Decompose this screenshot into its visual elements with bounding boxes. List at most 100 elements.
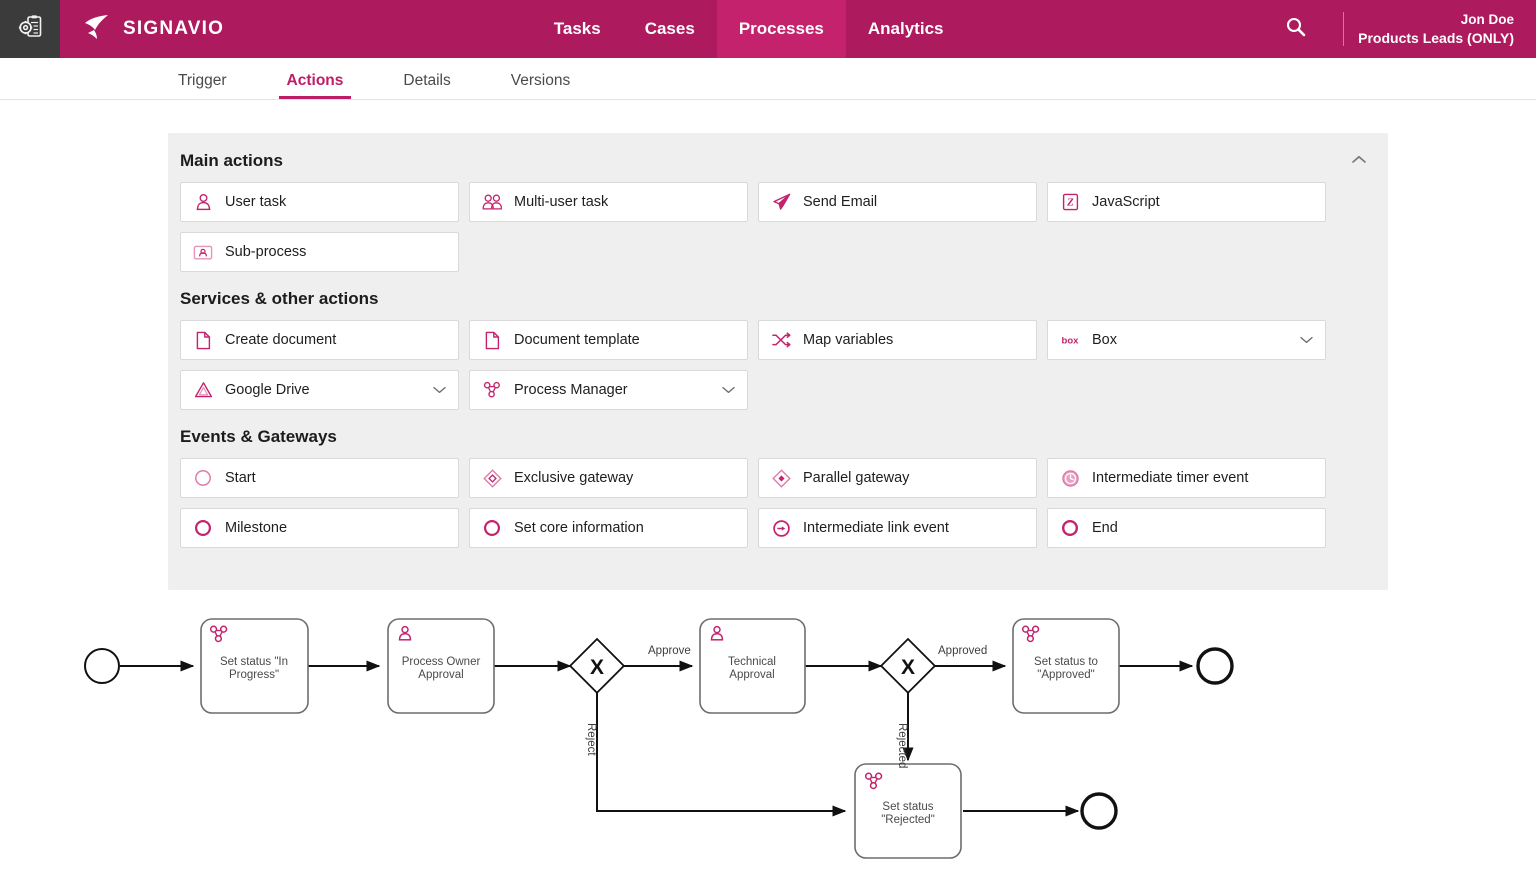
edge-label-approved: Approved <box>938 645 987 657</box>
palette-item-label: Intermediate timer event <box>1092 470 1249 486</box>
nav-item-cases[interactable]: Cases <box>644 19 695 38</box>
group-title-main-actions: Main actions <box>180 151 283 170</box>
group-services-other-actions: Services & other actions Create document <box>168 272 1388 410</box>
palette-item-exclusive-gateway[interactable]: Exclusive gateway <box>469 458 748 498</box>
brand-name: SIGNAVIO <box>123 18 225 39</box>
nav-item-analytics[interactable]: Analytics <box>867 19 944 38</box>
palette-item-sub-process[interactable]: Sub-process <box>180 232 459 272</box>
user-task-icon <box>181 193 225 211</box>
signavio-bird-logo <box>82 14 112 45</box>
palette-item-send-email[interactable]: Send Email <box>758 182 1037 222</box>
edge-label-reject: Reject <box>585 723 597 756</box>
palette-item-label: Map variables <box>803 332 894 348</box>
send-email-icon <box>759 193 803 212</box>
main-navigation: Tasks Cases Processes Analytics <box>532 0 966 58</box>
group-title-events-gateways: Events & Gateways <box>180 427 337 446</box>
tab-trigger[interactable]: Trigger <box>178 72 227 89</box>
search-icon <box>1285 16 1307 43</box>
nav-item-tasks[interactable]: Tasks <box>553 19 601 38</box>
search-button[interactable] <box>1273 0 1319 58</box>
user-menu[interactable]: Jon Doe Products Leads (ONLY) <box>1358 11 1536 47</box>
task-label: "Rejected" <box>881 814 935 826</box>
palette-item-label: Create document <box>225 332 337 348</box>
chevron-down-icon[interactable] <box>722 386 735 394</box>
palette-item-label: Send Email <box>803 194 878 210</box>
palette-item-set-core-information[interactable]: Set core information <box>469 508 748 548</box>
task-label: Approval <box>418 669 463 681</box>
brand-logo-area[interactable]: SIGNAVIO <box>60 0 224 58</box>
palette-item-parallel-gateway[interactable]: Parallel gateway <box>758 458 1037 498</box>
javascript-icon: Z <box>1048 193 1092 211</box>
palette-item-start[interactable]: Start <box>180 458 459 498</box>
map-variables-icon <box>759 331 803 349</box>
chevron-down-icon[interactable] <box>1300 336 1313 344</box>
diagram-task-set-status-rejected: Set status "Rejected" <box>854 763 962 859</box>
parallel-gateway-icon <box>759 468 803 488</box>
task-label: Set status "In <box>220 656 288 668</box>
task-label: Technical <box>728 656 776 668</box>
tab-actions[interactable]: Actions <box>278 72 352 99</box>
milestone-icon <box>181 519 225 537</box>
diagram-start-event <box>84 648 120 684</box>
sub-tab-bar: Trigger Actions Details Versions <box>0 58 1536 100</box>
palette-item-map-variables[interactable]: Map variables <box>758 320 1037 360</box>
diagram-end-event-rejected <box>1080 792 1118 830</box>
task-label: Set status to <box>1034 656 1098 668</box>
actions-palette-panel: Main actions User task <box>168 133 1388 590</box>
palette-item-intermediate-timer-event[interactable]: Intermediate timer event <box>1047 458 1326 498</box>
app-launcher-button[interactable] <box>0 0 60 58</box>
palette-item-google-drive[interactable]: Google Drive <box>180 370 459 410</box>
palette-item-intermediate-link-event[interactable]: Intermediate link event <box>758 508 1037 548</box>
task-label: Set status <box>882 801 933 813</box>
nav-item-processes[interactable]: Processes <box>716 0 846 58</box>
multi-user-task-icon <box>470 193 514 211</box>
document-icon <box>181 331 225 350</box>
chevron-up-icon <box>1352 151 1366 169</box>
box-icon: box <box>1048 333 1092 347</box>
palette-item-milestone[interactable]: Milestone <box>180 508 459 548</box>
palette-item-label: Start <box>225 470 256 486</box>
palette-item-label: Milestone <box>225 520 288 536</box>
diagram-gateway-1: X <box>568 637 626 695</box>
tab-details[interactable]: Details <box>403 72 451 89</box>
exclusive-gateway-icon <box>470 468 514 488</box>
svg-text:box: box <box>1062 336 1080 347</box>
palette-item-label: Set core information <box>514 520 644 536</box>
document-icon <box>470 331 514 350</box>
top-header-bar: SIGNAVIO Tasks Cases Processes Analytics… <box>0 0 1536 58</box>
palette-item-label: User task <box>225 194 287 210</box>
bpmn-process-diagram: Set status "In Progress" Process Owner A… <box>0 592 1536 864</box>
header-right-area: Jon Doe Products Leads (ONLY) <box>965 0 1536 58</box>
palette-item-label: End <box>1092 520 1118 536</box>
google-drive-icon <box>181 381 225 399</box>
header-spacer-left <box>224 0 532 58</box>
palette-item-user-task[interactable]: User task <box>180 182 459 222</box>
palette-item-create-document[interactable]: Create document <box>180 320 459 360</box>
palette-item-process-manager[interactable]: Process Manager <box>469 370 748 410</box>
palette-item-end[interactable]: End <box>1047 508 1326 548</box>
clipboard-gear-icon <box>17 14 43 45</box>
task-label: Progress" <box>229 669 279 681</box>
tab-versions[interactable]: Versions <box>510 72 571 89</box>
task-label: "Approved" <box>1037 669 1094 681</box>
group-events-grid: Start Exclusive gateway <box>168 447 1388 548</box>
task-label: Process Owner <box>402 656 481 668</box>
panel-collapse-button[interactable] <box>1348 149 1370 171</box>
chevron-down-icon[interactable] <box>433 386 446 394</box>
palette-item-label: Google Drive <box>225 382 310 398</box>
palette-item-box[interactable]: box Box <box>1047 320 1326 360</box>
set-core-information-icon <box>470 519 514 537</box>
palette-item-label: Parallel gateway <box>803 470 910 486</box>
group-services-grid: Create document Document template <box>168 309 1388 410</box>
start-event-icon <box>181 469 225 487</box>
palette-item-multi-user-task[interactable]: Multi-user task <box>469 182 748 222</box>
group-events-gateways: Events & Gateways Start Exclusive gat <box>168 410 1388 548</box>
sub-process-icon <box>181 244 225 261</box>
palette-item-document-template[interactable]: Document template <box>469 320 748 360</box>
flow-gateway1-reject <box>596 693 847 817</box>
palette-item-label: Sub-process <box>225 244 307 260</box>
edge-label-approve: Approve <box>648 645 691 657</box>
process-manager-icon <box>470 381 514 399</box>
palette-item-javascript[interactable]: Z JavaScript <box>1047 182 1326 222</box>
diagram-end-event-approved <box>1196 647 1234 685</box>
